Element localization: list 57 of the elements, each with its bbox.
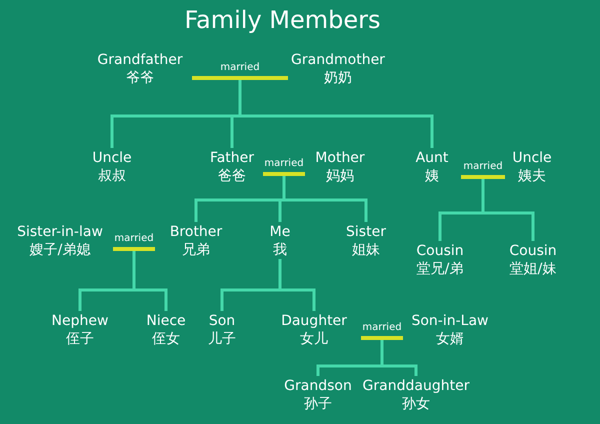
chinese-term: 孙子 (303, 396, 333, 413)
chinese-term: 嫂子/弟媳 (28, 242, 92, 259)
chinese-term: 孙女 (401, 396, 431, 413)
chinese-term: 我 (272, 242, 288, 259)
english-term: Father (210, 150, 254, 168)
marriage-label: married (113, 233, 155, 244)
english-term: Cousin (509, 243, 557, 260)
chinese-term: 爸爸 (217, 168, 247, 185)
english-term: Brother (170, 224, 222, 242)
chinese-term: 妈妈 (325, 168, 355, 185)
english-term: Grandson (284, 378, 352, 396)
family-line (482, 179, 534, 241)
marriage-label: married (361, 322, 403, 333)
english-term: Aunt (416, 150, 448, 168)
english-term: Daughter (281, 313, 347, 330)
chinese-term: 儿子 (208, 330, 236, 348)
english-term: Me (270, 224, 290, 242)
family-line (132, 251, 168, 311)
chinese-term: 侄子 (65, 330, 95, 348)
chinese-term: 堂兄/弟 (416, 260, 464, 278)
english-term: Uncle (92, 150, 132, 168)
english-term: Sister (346, 224, 386, 242)
marriage-label: married (219, 62, 261, 73)
english-term: Nephew (52, 313, 108, 330)
english-term: Niece (146, 313, 186, 330)
english-term: Uncle (512, 150, 552, 168)
chinese-term: 姨 (424, 168, 440, 185)
marriage-bar (263, 158, 305, 176)
english-term: Mother (315, 150, 365, 168)
family-line (278, 259, 316, 311)
english-term: Grandfather (97, 52, 183, 70)
marriage-bar (192, 62, 288, 80)
chinese-term: 叔叔 (97, 168, 127, 185)
chinese-term: 堂姐/妹 (509, 260, 557, 278)
english-term: Sister-in-law (17, 224, 103, 242)
chinese-term: 女婿 (435, 330, 465, 348)
chinese-term: 兄弟 (181, 242, 211, 259)
family-line (238, 80, 434, 148)
chinese-term: 姨夫 (517, 168, 547, 185)
family-line (380, 340, 418, 376)
english-term: Cousin (416, 243, 464, 260)
english-term: Son (208, 313, 236, 330)
marriage-label: married (263, 158, 305, 169)
marriage-bar (461, 161, 505, 179)
chinese-term: 姐妹 (351, 242, 381, 259)
marriage-label: married (462, 161, 504, 172)
marriage-bar (113, 233, 155, 251)
english-term: Grandmother (291, 52, 385, 70)
marriage-bar (361, 322, 403, 340)
chinese-term: 奶奶 (323, 70, 353, 87)
title: Family Members (184, 6, 381, 34)
chinese-term: 侄女 (151, 330, 181, 348)
english-term: Son-in-Law (411, 313, 489, 330)
chinese-term: 爷爷 (125, 70, 155, 87)
english-term: Granddaughter (362, 378, 470, 396)
chinese-term: 女儿 (299, 330, 329, 348)
family-line (282, 176, 368, 222)
